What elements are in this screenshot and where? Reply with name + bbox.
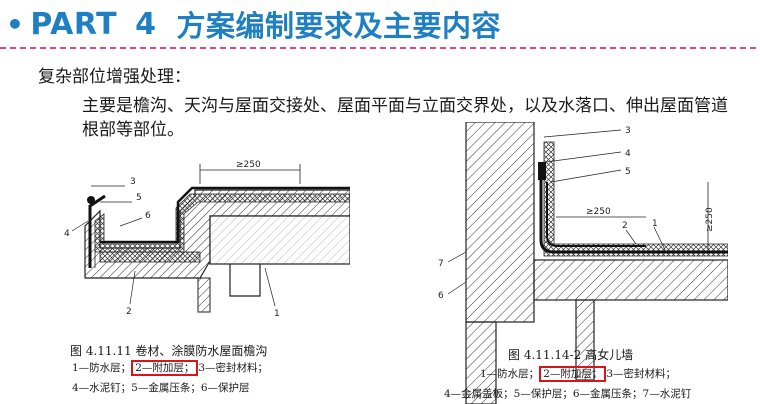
fig1-dimension: ≥250	[236, 160, 261, 170]
fig1-legend-line1: 1—防水层；2—附加层；3—密封材料；	[72, 360, 269, 376]
fig2-legend-3: 3—密封材料；	[606, 368, 677, 380]
fig2-label-2: 2	[622, 221, 628, 231]
figure-gutter-detail: ≥250 3 5 6 4 1 2 图 4.11.11 卷材、涂膜防水屋面檐沟 1…	[60, 156, 350, 400]
fig2-label-3: 3	[625, 126, 631, 136]
part-number: 4	[135, 6, 157, 42]
title-divider	[0, 47, 756, 49]
fig2-legend-line2: 4—金属盖板；5—保护层；6—金属压条；7—水泥钉	[444, 388, 692, 400]
fig2-label-5: 5	[625, 167, 631, 177]
fig2-label-6: 6	[438, 291, 444, 301]
fig1-label-3: 3	[130, 177, 136, 187]
fig2-label-4: 4	[625, 149, 631, 159]
fig2-label-7: 7	[438, 259, 444, 269]
fig1-label-6: 6	[145, 211, 151, 221]
body-paragraph: 主要是檐沟、天沟与屋面交接处、屋面平面与立面交界处，以及水落口、伸出屋面管道根部…	[82, 96, 728, 140]
fig1-legend-line2: 4—水泥钉；5—金属压条；6—保护层	[72, 382, 250, 394]
fig1-caption-title: 图 4.11.11 卷材、涂膜防水屋面檐沟	[70, 344, 268, 358]
parapet-drawing: ≥250 ≥250 3 4 5 2 1 7 6	[438, 122, 728, 404]
fig2-legend-2-highlight: 2—附加层；	[539, 366, 607, 382]
section-title: 方案编制要求及主要内容	[176, 9, 501, 43]
fig2-dimension-h: ≥250	[586, 207, 611, 217]
fig1-legend-3: 3—密封材料；	[198, 362, 269, 374]
title-bullet: •	[6, 7, 25, 41]
figure-parapet-detail: ≥250 ≥250 3 4 5 2 1 7 6 图 4.11.14-2 高女儿墙…	[426, 122, 728, 404]
fig2-dimension-v: ≥250	[705, 207, 715, 232]
fig1-label-5: 5	[136, 193, 142, 203]
fig2-caption-title: 图 4.11.14-2 高女儿墙	[508, 348, 634, 362]
fig2-legend-line1: 1—防水层；2—附加层；3—密封材料；	[480, 366, 677, 382]
fig1-label-2: 2	[126, 307, 132, 317]
gutter-drawing: ≥250 3 5 6 4 1 2	[64, 160, 350, 319]
fig2-legend-1: 1—防水层；	[480, 368, 540, 380]
fig1-label-1: 1	[274, 309, 280, 319]
slide-title: • PART 4 方案编制要求及主要内容	[6, 4, 501, 44]
fig1-legend-2-highlight: 2—附加层；	[131, 360, 199, 376]
fig1-label-4: 4	[64, 229, 70, 239]
subheading: 复杂部位增强处理：	[38, 67, 191, 87]
part-label: PART	[30, 6, 118, 42]
fig1-legend-1: 1—防水层；	[72, 362, 132, 374]
fig2-label-1: 1	[652, 219, 658, 229]
